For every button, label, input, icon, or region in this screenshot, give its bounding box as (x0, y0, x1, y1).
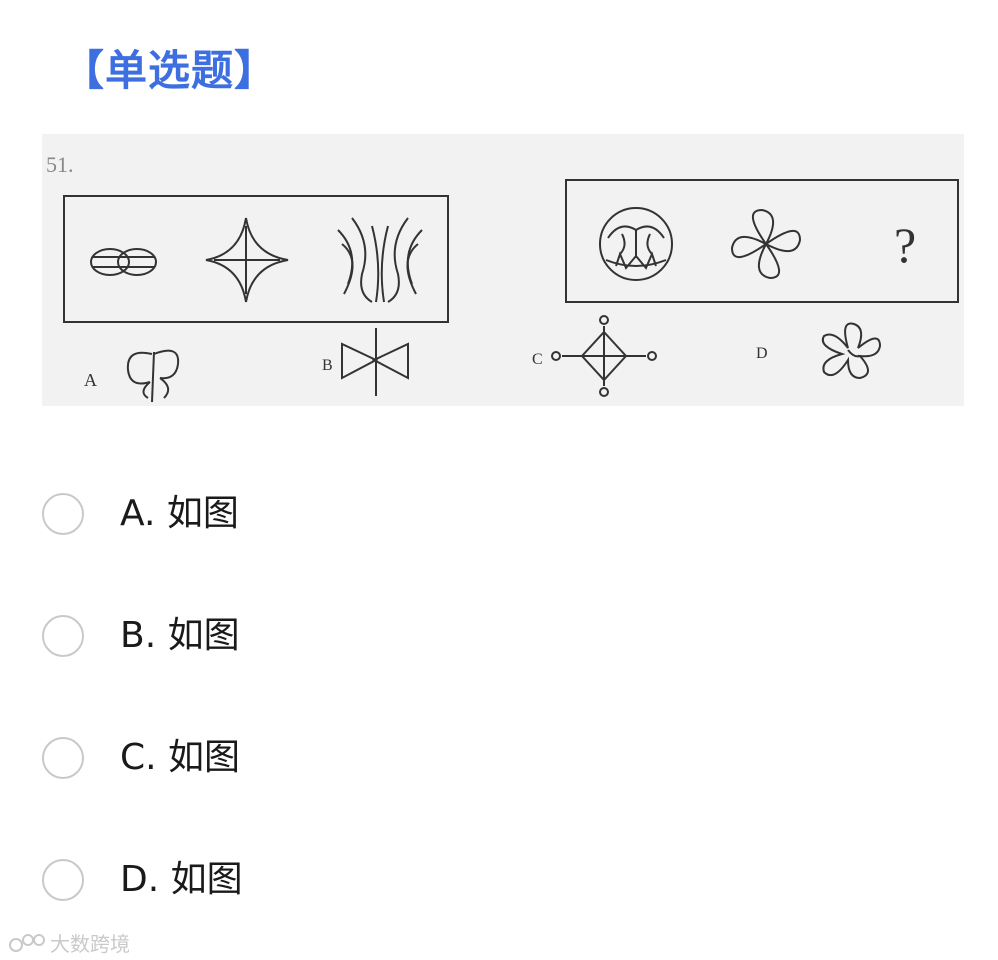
option-a-label: A. 如图 (120, 493, 239, 534)
option-d[interactable]: D. 如图 (42, 850, 742, 910)
sequence-box-right (565, 179, 959, 303)
question-number: 51. (46, 152, 74, 177)
shape-circle-drops (599, 207, 673, 281)
question-type-label: 【单选题】 (62, 46, 278, 95)
option-c-label: C. 如图 (120, 737, 241, 778)
shape-many-legs (337, 217, 423, 303)
option-a[interactable]: A. 如图 (42, 484, 742, 544)
shape-double-ellipse (90, 248, 157, 276)
logo-icon (9, 933, 45, 952)
shape-four-petals (730, 208, 802, 280)
radio-a[interactable] (42, 493, 84, 535)
shape-option-d-flower (821, 322, 882, 380)
sequence-box-left (63, 195, 449, 323)
watermark-text: 大数跨境 (50, 932, 130, 956)
question-figure: 51. (42, 134, 964, 406)
missing-figure-mark: ? (894, 217, 916, 273)
radio-c[interactable] (42, 737, 84, 779)
shape-four-point-star (205, 217, 289, 303)
option-b[interactable]: B. 如图 (42, 606, 742, 666)
shape-option-b-bowtie (341, 328, 409, 396)
option-letter-a: A (84, 370, 97, 390)
option-d-label: D. 如图 (120, 859, 243, 900)
radio-b[interactable] (42, 615, 84, 657)
option-c[interactable]: C. 如图 (42, 728, 742, 788)
shape-option-a-butterfly (126, 349, 180, 403)
option-letter-d: D (756, 345, 768, 362)
option-letter-c: C (532, 351, 543, 368)
option-letter-b: B (322, 357, 333, 374)
puzzle-image: 51. (46, 152, 959, 403)
watermark: 大数跨境 (8, 928, 130, 957)
option-b-label: B. 如图 (120, 615, 240, 656)
radio-d[interactable] (42, 859, 84, 901)
shape-option-c-diamond (551, 315, 657, 397)
